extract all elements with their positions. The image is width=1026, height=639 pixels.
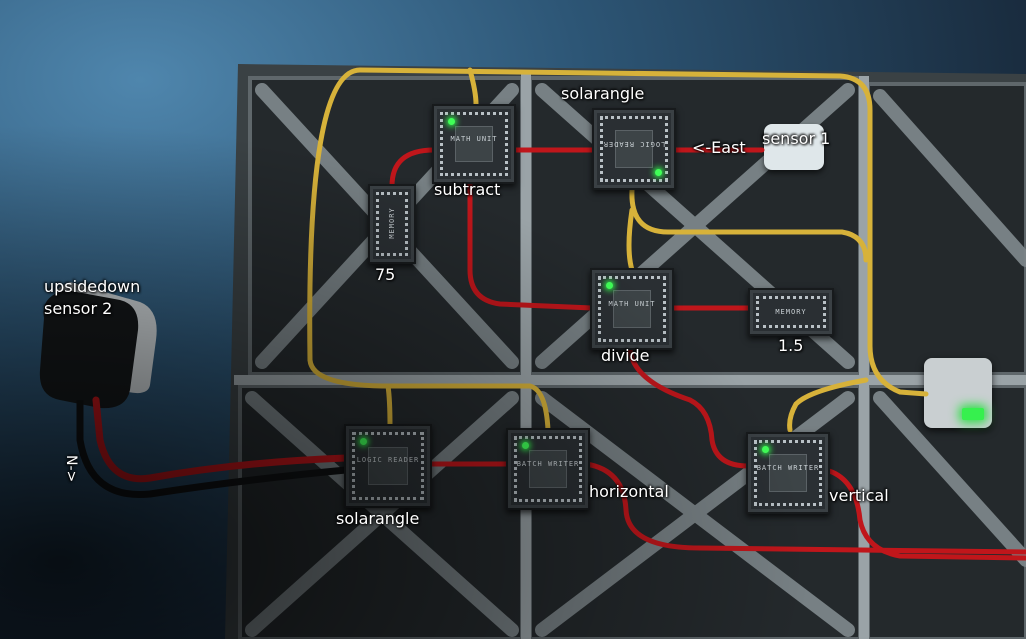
logic-reader-bottom-chip[interactable]: LOGIC READER <box>344 424 432 508</box>
chip-label: LOGIC READER <box>602 139 666 148</box>
east-direction-label: <-East <box>692 138 746 157</box>
status-led <box>606 282 613 289</box>
batch-writer-horizontal-chip[interactable]: BATCH WRITER <box>506 428 590 510</box>
chip-label: MATH UNIT <box>608 299 656 308</box>
chip-core <box>614 130 654 168</box>
chip-core <box>528 450 568 488</box>
chip-label: MATH UNIT <box>450 134 498 143</box>
vertical-label: vertical <box>829 486 889 505</box>
math-unit-subtract-chip[interactable]: MATH UNIT <box>432 104 516 184</box>
chip-core <box>367 446 409 486</box>
chip-core <box>612 290 652 328</box>
sensor2-label-line2: sensor 2 <box>44 299 113 318</box>
chip-label: MEMORY <box>388 207 396 240</box>
status-led <box>762 446 769 453</box>
chip-label: BATCH WRITER <box>516 459 580 468</box>
chip-label: BATCH WRITER <box>756 463 820 472</box>
sensor2-label-line1: upsidedown <box>44 277 141 296</box>
math-unit-divide-chip[interactable]: MATH UNIT <box>590 268 674 350</box>
chip-label: MEMORY <box>775 307 807 316</box>
memory-75-value-label: 75 <box>375 265 396 284</box>
divide-label: divide <box>601 346 650 365</box>
memory-1-5-chip[interactable]: MEMORY <box>748 288 834 336</box>
chip-label: LOGIC READER <box>356 456 420 465</box>
sensor1-label: sensor 1 <box>762 129 831 148</box>
solarangle-top-label: solarangle <box>561 84 645 103</box>
sensor2-direction-label: N-> <box>63 455 79 483</box>
subtract-label: subtract <box>434 180 501 199</box>
logic-reader-top-chip[interactable]: LOGIC READER <box>592 108 676 190</box>
status-led <box>522 442 529 449</box>
solarangle-bottom-label: solarangle <box>336 509 420 528</box>
memory-75-chip[interactable]: MEMORY <box>368 184 416 264</box>
chip-core <box>454 125 494 163</box>
horizontal-label: horizontal <box>589 482 669 501</box>
chip-core <box>768 454 808 492</box>
memory-1-5-value-label: 1.5 <box>778 336 804 355</box>
status-led <box>655 169 662 176</box>
status-led <box>448 118 455 125</box>
batch-writer-vertical-chip[interactable]: BATCH WRITER <box>746 432 830 514</box>
status-led <box>360 438 367 445</box>
